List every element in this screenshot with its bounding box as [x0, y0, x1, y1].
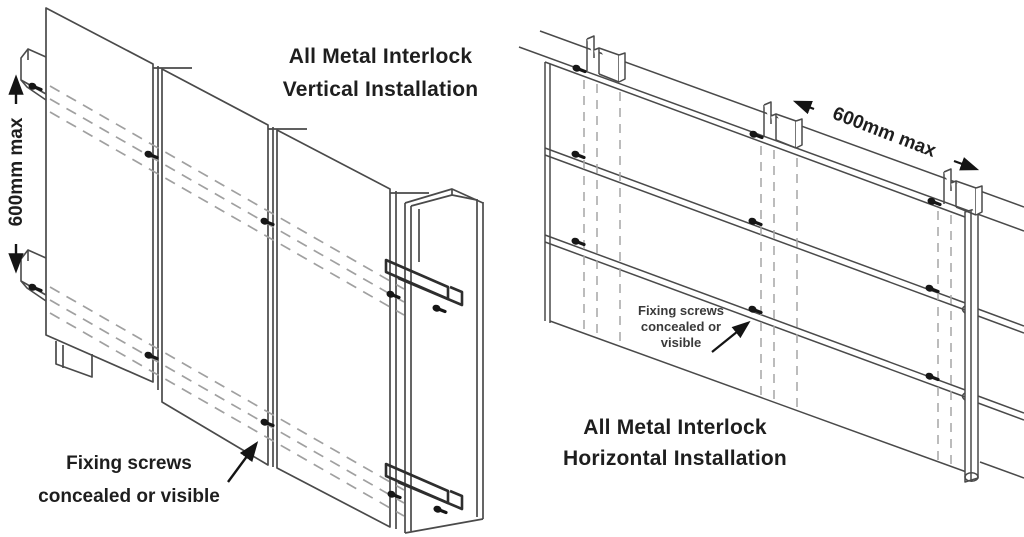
note-arrow-horizontal: [711, 320, 751, 353]
title-line: All Metal Interlock: [583, 416, 767, 439]
note-line: Fixing screws: [66, 453, 192, 474]
title-line: Horizontal Installation: [563, 447, 787, 470]
edge-clip: [20, 249, 47, 302]
horizontal-installation-title: All Metal Interlock Horizontal Installat…: [562, 412, 788, 474]
note-line: Fixing screws: [638, 303, 724, 318]
vertical-installation-drawing: [20, 7, 484, 534]
vertical-installation-title: All Metal Interlock Vertical Installatio…: [278, 40, 483, 106]
horizontal-fixing-screws-note: Fixing screws concealed or visible: [612, 303, 750, 351]
hat-channel-top: [586, 35, 626, 83]
vertical-spacing-dimension-label: 600mm max: [6, 117, 27, 227]
horizontal-installation-drawing: [518, 30, 1024, 483]
vertical-panel: [276, 129, 391, 528]
note-line: visible: [660, 335, 702, 350]
concealed-channel-dashed-lines: [583, 80, 952, 469]
title-line: Vertical Installation: [282, 78, 479, 101]
title-line: All Metal Interlock: [288, 45, 473, 68]
edge-clip: [20, 48, 47, 101]
note-line: concealed or: [640, 319, 722, 334]
dimension-arrows-horizontal: [792, 100, 980, 171]
vertical-panel: [161, 68, 269, 466]
note-line: concealed or visible: [38, 486, 220, 507]
hat-channel-top: [763, 101, 803, 149]
panel-foot-bracket: [55, 341, 93, 378]
vertical-fixing-screws-note: Fixing screws concealed or visible: [24, 447, 234, 513]
vertical-panel: [45, 7, 154, 383]
edge-channel: [961, 207, 979, 483]
horizontal-panel-wall: [545, 62, 972, 474]
note-arrow-vertical: [227, 441, 259, 483]
steel-stud: [404, 188, 484, 534]
